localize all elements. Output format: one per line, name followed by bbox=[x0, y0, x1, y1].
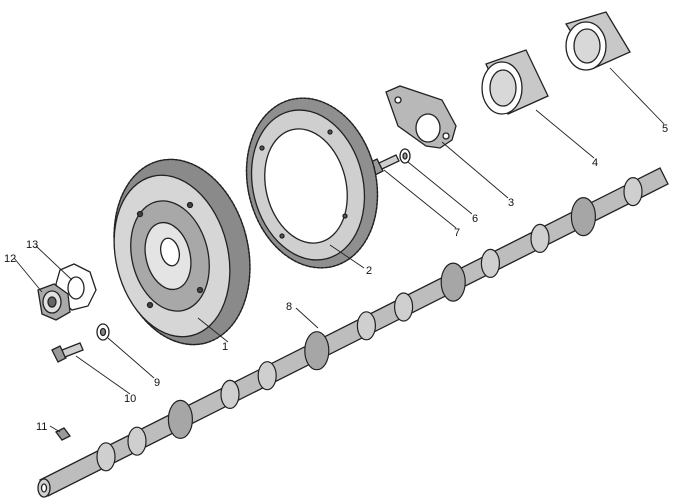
cam-lobe bbox=[480, 248, 500, 278]
cam-lobe bbox=[96, 442, 116, 472]
callout-10: 10 bbox=[124, 393, 136, 405]
callout-8: 8 bbox=[286, 301, 292, 313]
callout-13: 13 bbox=[26, 239, 38, 251]
callout-9: 9 bbox=[154, 377, 160, 389]
callout-6: 6 bbox=[472, 213, 478, 225]
thrust-flange-part-3 bbox=[385, 85, 457, 149]
leader-lines bbox=[13, 67, 665, 433]
ring-gear-part-2 bbox=[245, 97, 379, 269]
washer-part-9 bbox=[96, 323, 110, 341]
bushing-part-4 bbox=[481, 49, 549, 115]
callout-12: 12 bbox=[4, 253, 16, 265]
cam-lobe bbox=[257, 361, 277, 391]
camshaft-part-8 bbox=[37, 167, 669, 498]
cam-lobe bbox=[127, 426, 147, 456]
camshaft-journal bbox=[167, 399, 193, 439]
cam-lobe bbox=[394, 292, 414, 322]
callout-1: 1 bbox=[222, 341, 228, 353]
callout-4: 4 bbox=[592, 157, 598, 169]
callout-7: 7 bbox=[454, 227, 460, 239]
callout-3: 3 bbox=[508, 197, 514, 209]
nut-part-12 bbox=[37, 283, 71, 321]
cam-lobe bbox=[220, 379, 240, 409]
camshaft-journal bbox=[570, 197, 597, 237]
bushing-part-5 bbox=[564, 11, 631, 71]
callout-2: 2 bbox=[366, 265, 372, 277]
cam-lobe bbox=[356, 311, 376, 341]
camshaft-gear-part-1 bbox=[113, 158, 251, 346]
camshaft-journal bbox=[440, 262, 466, 302]
callout-5: 5 bbox=[662, 123, 668, 135]
bolt-part-10 bbox=[51, 342, 84, 363]
key-part-11 bbox=[55, 427, 71, 441]
washer-part-6 bbox=[399, 148, 411, 164]
camshaft-journal bbox=[304, 331, 330, 371]
callout-11: 11 bbox=[36, 421, 47, 433]
cam-lobe bbox=[623, 177, 643, 207]
cam-lobe bbox=[530, 223, 550, 253]
